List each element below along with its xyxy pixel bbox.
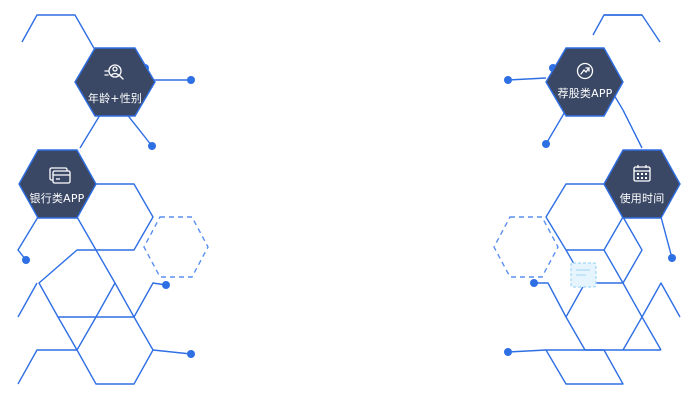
node-age-gender-label: 年龄+性别 xyxy=(87,92,143,105)
right-endpoint-dots xyxy=(504,64,676,356)
node-stock-app-label: 荐股类APP xyxy=(557,87,613,100)
calendar-icon xyxy=(633,165,651,182)
node-bank-app xyxy=(18,149,97,219)
node-stock-app xyxy=(545,47,624,117)
chart-refresh-icon xyxy=(576,62,594,80)
person-search-icon xyxy=(104,64,124,80)
right-dashed-hexagon xyxy=(493,216,559,278)
credit-card-icon xyxy=(49,167,71,184)
right-network-lines xyxy=(507,14,681,385)
node-age-gender xyxy=(74,47,156,117)
node-bank-app-label: 银行类APP xyxy=(29,192,85,205)
node-usage-time xyxy=(603,149,681,219)
node-usage-time-label: 使用时间 xyxy=(619,192,665,205)
left-dashed-hexagon xyxy=(143,216,209,278)
left-network-lines xyxy=(17,14,192,385)
